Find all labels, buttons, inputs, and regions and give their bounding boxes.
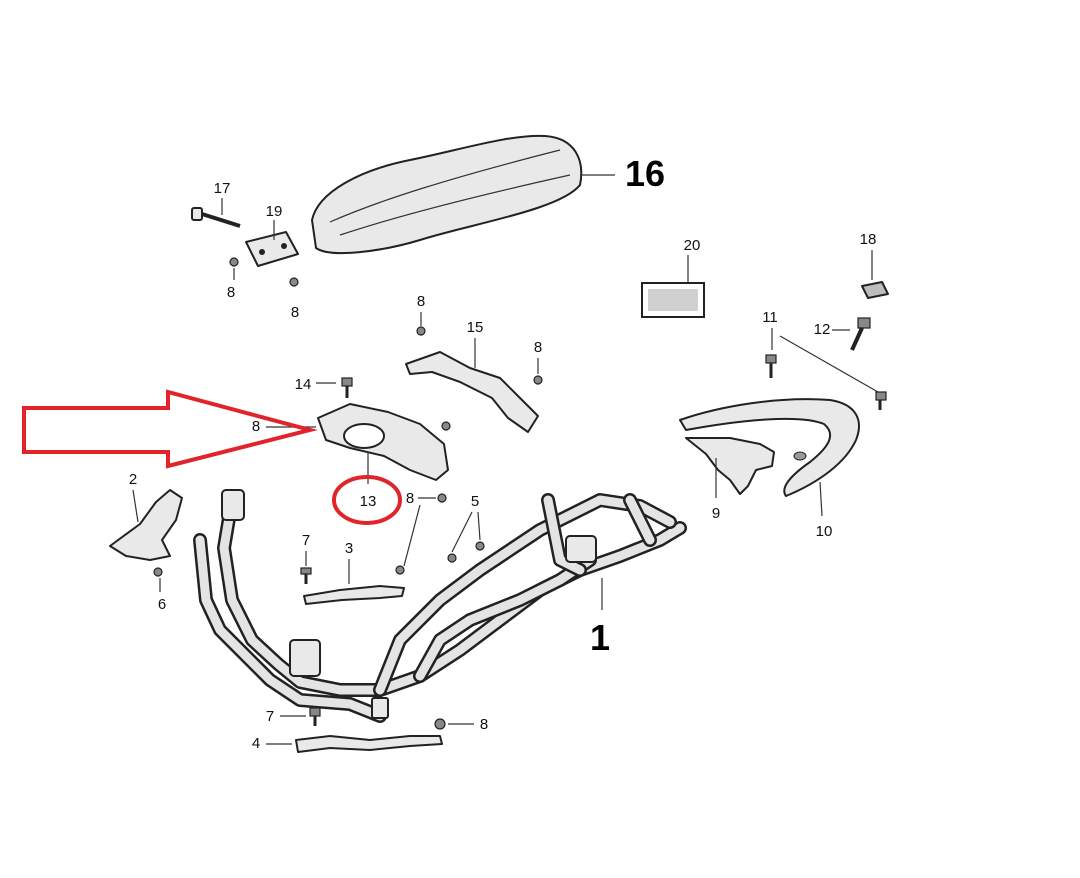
leader-11b bbox=[779, 335, 879, 393]
part-bolt-14 bbox=[341, 377, 353, 398]
callout-14: 14 bbox=[295, 376, 312, 393]
part-bolt-12 bbox=[850, 317, 871, 351]
nut-8a-icon bbox=[229, 257, 239, 267]
part-bolt-17 bbox=[191, 207, 241, 228]
callout-17: 17 bbox=[214, 180, 231, 197]
part-bracket-9 bbox=[685, 437, 775, 495]
highlight-circle bbox=[332, 475, 402, 525]
callout-9: 9 bbox=[712, 505, 720, 522]
callout-19: 19 bbox=[266, 203, 283, 220]
part-screw-7a bbox=[300, 567, 312, 584]
callout-5: 5 bbox=[471, 493, 479, 510]
nut-8f-b-icon bbox=[395, 565, 405, 575]
callout-12: 12 bbox=[814, 321, 831, 338]
part-rear-cover-10 bbox=[679, 398, 860, 497]
part-bolt-11 bbox=[765, 354, 777, 378]
nut-8d-icon bbox=[533, 375, 543, 385]
callout-8b: 8 bbox=[291, 304, 299, 321]
callout-8a: 8 bbox=[227, 284, 235, 301]
leader-5a bbox=[451, 511, 473, 553]
nut-8f-icon bbox=[437, 493, 447, 503]
part-label-20 bbox=[641, 282, 705, 318]
callout-2: 2 bbox=[129, 471, 137, 488]
callout-13: 13 bbox=[360, 493, 377, 510]
callout-4: 4 bbox=[252, 735, 260, 752]
callout-16: 16 bbox=[625, 153, 665, 194]
screw-5b-icon bbox=[475, 541, 485, 551]
screw-5a-icon bbox=[447, 553, 457, 563]
screw-6-icon bbox=[153, 567, 163, 577]
part-main-frame bbox=[193, 489, 687, 723]
leader-8f-b bbox=[403, 504, 421, 567]
nut-8b-icon bbox=[289, 277, 299, 287]
highlight-arrow-icon bbox=[22, 389, 318, 469]
part-rail-15 bbox=[405, 351, 539, 433]
part-cap-18 bbox=[861, 281, 889, 299]
nut-8g-icon bbox=[434, 718, 446, 730]
part-rail-4 bbox=[295, 735, 443, 753]
part-screw-7b bbox=[309, 707, 321, 726]
part-rail-3 bbox=[303, 585, 405, 605]
callout-8g: 8 bbox=[480, 716, 488, 733]
callout-1: 1 bbox=[590, 617, 610, 658]
leader-5b bbox=[477, 511, 481, 541]
leader-10 bbox=[819, 481, 823, 517]
callout-7a: 7 bbox=[302, 532, 310, 549]
part-seat bbox=[311, 134, 583, 255]
part-bracket-13 bbox=[317, 403, 449, 481]
callout-15: 15 bbox=[467, 319, 484, 336]
part-bolt-11b bbox=[875, 391, 887, 410]
leader-2 bbox=[132, 489, 139, 523]
callout-20: 20 bbox=[684, 237, 701, 254]
callout-11: 11 bbox=[762, 309, 778, 326]
callout-7b: 7 bbox=[266, 708, 274, 725]
callout-8f: 8 bbox=[406, 490, 414, 507]
part-bracket-2 bbox=[109, 489, 183, 561]
callout-8e: 8 bbox=[252, 418, 260, 435]
callout-8c: 8 bbox=[417, 293, 425, 310]
callout-3: 3 bbox=[345, 540, 353, 557]
callout-18: 18 bbox=[860, 231, 877, 248]
callout-8d: 8 bbox=[534, 339, 542, 356]
part-bracket-19 bbox=[245, 231, 299, 267]
screw-13-icon bbox=[441, 421, 451, 431]
callout-6: 6 bbox=[158, 596, 166, 613]
callout-10: 10 bbox=[816, 523, 833, 540]
nut-8c-icon bbox=[416, 326, 426, 336]
